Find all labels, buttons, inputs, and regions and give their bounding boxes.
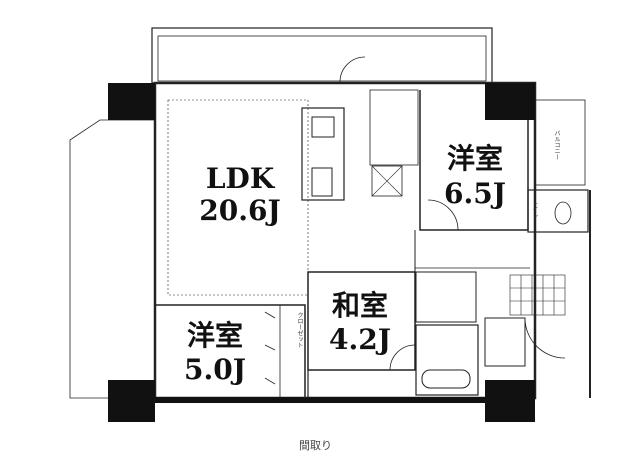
- room-size-ldk: 20.6J: [199, 194, 281, 227]
- pillar: [108, 380, 155, 422]
- toilet-label: トイレ: [531, 200, 538, 218]
- kitchen: [301, 107, 345, 201]
- left-balcony: [69, 119, 155, 399]
- room-western-6.5: [419, 90, 529, 231]
- pillar: [485, 83, 535, 120]
- washroom: [415, 271, 477, 323]
- bathroom: [415, 324, 479, 396]
- entrance-tiles: [509, 274, 566, 316]
- closet-label: クローゼット: [296, 312, 303, 348]
- room-label-western-2: 洋室: [186, 319, 243, 352]
- room-japanese: [307, 271, 416, 371]
- room-size-japanese: 4.2J: [329, 323, 391, 356]
- room-size-western-1: 6.5J: [444, 177, 506, 210]
- room-label-western-1: 洋室: [446, 142, 503, 175]
- caption: 間取り: [299, 439, 332, 452]
- room-western-5.0: [155, 304, 306, 398]
- room-size-western-2: 5.0J: [184, 353, 246, 386]
- right-balcony: [534, 99, 586, 186]
- pillar: [108, 83, 155, 120]
- room-label-japanese: 和室: [331, 289, 388, 322]
- room-label-ldk: LDK: [205, 162, 275, 195]
- pillar: [485, 380, 535, 422]
- toilet: [527, 189, 589, 233]
- balcony-label: バルコニー: [553, 130, 560, 160]
